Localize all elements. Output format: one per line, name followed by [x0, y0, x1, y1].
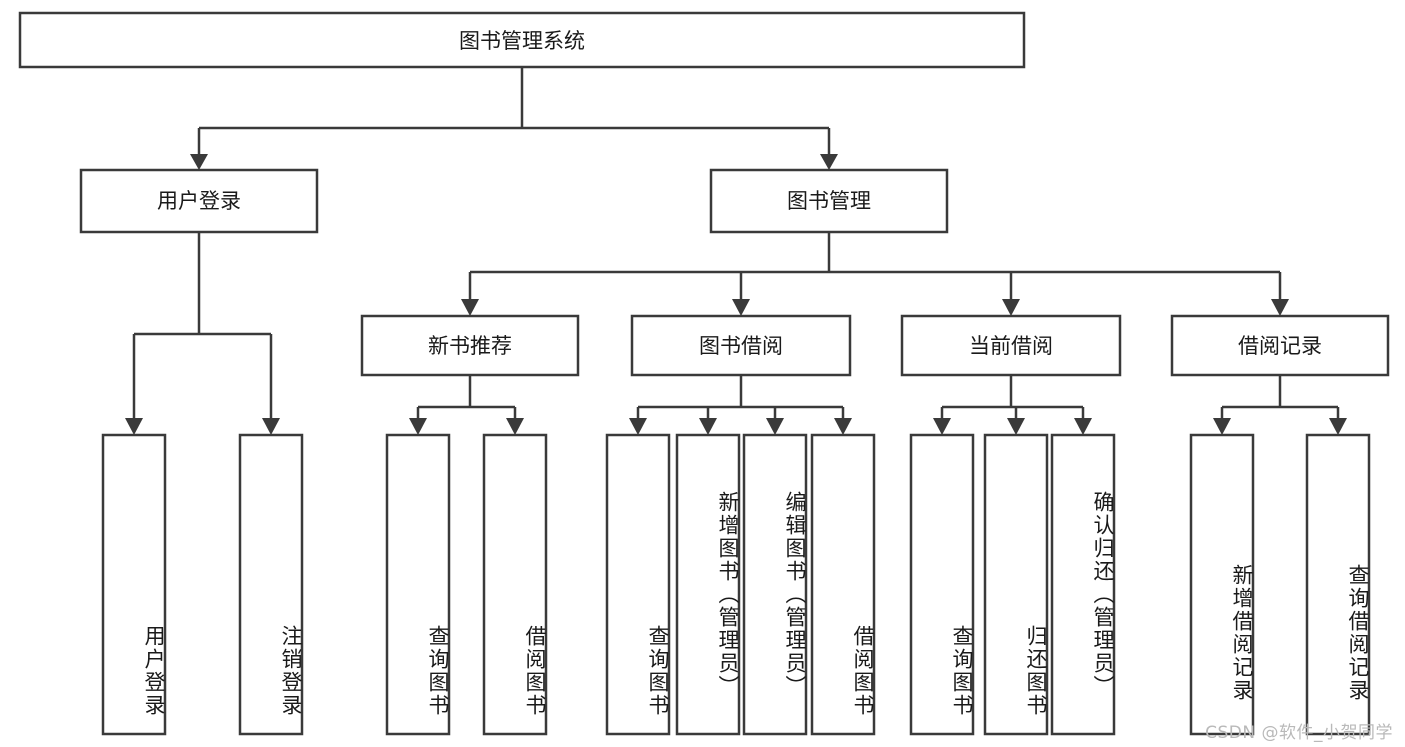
arrowhead-leaf-borrow-book-1 — [506, 418, 524, 435]
leaf-box-query-record[interactable] — [1305, 433, 1371, 736]
arrowhead-leaf-add-record — [1213, 418, 1231, 435]
leaf-box-borrow-book-2[interactable] — [810, 433, 876, 736]
arrowhead-leaf-borrow-book-2 — [834, 418, 852, 435]
connector-group-current-borrow — [933, 375, 1092, 435]
node-book-manage-box[interactable] — [709, 168, 949, 234]
node-title[interactable]: 图书管理系统 — [18, 11, 1026, 69]
leaf-box-edit-book[interactable] — [742, 433, 808, 736]
leaf-box-user-login[interactable] — [101, 433, 167, 736]
arrowhead-leaf-edit-book — [766, 418, 784, 435]
node-title-box[interactable] — [18, 11, 1026, 69]
connector-group-borrow-record — [1213, 375, 1347, 435]
watermark-text: CSDN @软件_小贺同学 — [1205, 723, 1393, 743]
connector-group-root — [190, 67, 838, 170]
leaf-box-query-book-3[interactable] — [909, 433, 975, 736]
node-user-login-box[interactable] — [79, 168, 319, 234]
node-title-label: 图书管理系统 — [459, 29, 585, 53]
node-current-borrow[interactable]: 当前借阅 — [900, 314, 1122, 377]
node-book-borrow[interactable]: 图书借阅 — [630, 314, 852, 377]
arrowhead-leaf-query-book-1 — [409, 418, 427, 435]
node-book-manage[interactable]: 图书管理 — [709, 168, 949, 234]
leaf-box-query-book-2[interactable] — [605, 433, 671, 736]
node-user-login[interactable]: 用户登录 — [79, 168, 319, 234]
arrowhead-leaf-user-login — [125, 418, 143, 435]
arrowhead-leaf-query-record — [1329, 418, 1347, 435]
arrowhead-user-login — [190, 154, 208, 170]
connector-group-user-login — [125, 232, 280, 435]
node-book-manage-label: 图书管理 — [787, 189, 871, 213]
arrowhead-new-book-rec — [461, 299, 479, 316]
arrowhead-leaf-user-logout — [262, 418, 280, 435]
node-borrow-record[interactable]: 借阅记录 — [1170, 314, 1390, 377]
node-user-login-label: 用户登录 — [157, 189, 241, 213]
arrowhead-leaf-add-book — [699, 418, 717, 435]
node-borrow-record-box[interactable] — [1170, 314, 1390, 377]
arrowhead-leaf-return-book — [1007, 418, 1025, 435]
arrowhead-current-borrow — [1002, 299, 1020, 316]
node-new-book-rec[interactable]: 新书推荐 — [360, 314, 580, 377]
arrowhead-leaf-query-book-3 — [933, 418, 951, 435]
node-book-borrow-label: 图书借阅 — [699, 334, 783, 358]
arrowhead-book-manage — [820, 154, 838, 170]
arrowhead-leaf-confirm-return — [1074, 418, 1092, 435]
leaf-boxes — [101, 433, 1371, 736]
connector-group-book-borrow — [629, 375, 852, 435]
leaf-box-add-record[interactable] — [1189, 433, 1255, 736]
connector-group-new-book-rec — [409, 375, 524, 435]
leaf-box-borrow-book-1[interactable] — [482, 433, 548, 736]
node-new-book-rec-label: 新书推荐 — [428, 334, 512, 358]
leaf-box-return-book[interactable] — [983, 433, 1049, 736]
node-borrow-record-label: 借阅记录 — [1238, 334, 1322, 358]
node-current-borrow-box[interactable] — [900, 314, 1122, 377]
leaf-box-add-book[interactable] — [675, 433, 741, 736]
leaf-box-confirm-return[interactable] — [1050, 433, 1116, 736]
node-current-borrow-label: 当前借阅 — [969, 334, 1053, 358]
leaf-box-user-logout[interactable] — [238, 433, 304, 736]
node-new-book-rec-box[interactable] — [360, 314, 580, 377]
arrowhead-borrow-record — [1271, 299, 1289, 316]
arrowhead-leaf-query-book-2 — [629, 418, 647, 435]
arrowhead-book-borrow — [732, 299, 750, 316]
connector-group-book-manage — [461, 232, 1289, 316]
node-book-borrow-box[interactable] — [630, 314, 852, 377]
leaf-box-query-book-1[interactable] — [385, 433, 451, 736]
